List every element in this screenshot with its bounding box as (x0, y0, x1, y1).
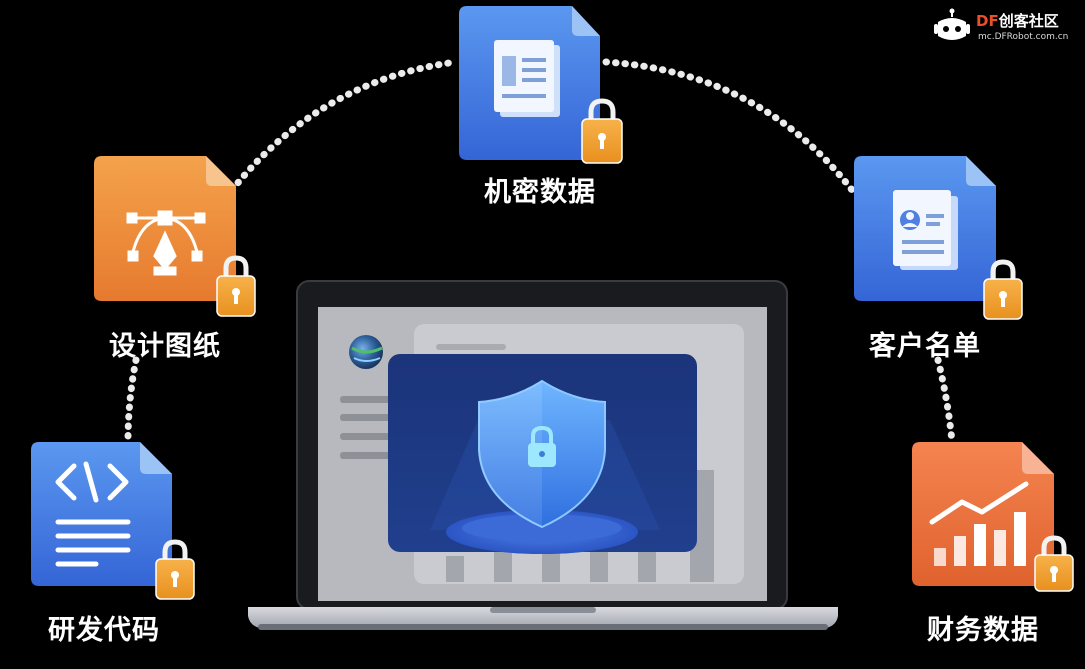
lock-icon (216, 255, 256, 317)
label-confidential-data: 机密数据 (484, 177, 596, 208)
globe-icon (349, 335, 383, 369)
brand-name-prefix: DF (976, 12, 999, 30)
lock-icon (983, 259, 1023, 320)
document-source-code (31, 442, 195, 600)
brand-name: DF创客社区 (976, 10, 1059, 31)
document-icon (494, 40, 560, 117)
brand-name-suffix: 创客社区 (998, 12, 1059, 30)
connector-lines (124, 58, 956, 446)
connector-arc-left (228, 58, 460, 194)
connector-right-vertical (934, 356, 956, 446)
label-design-drawings: 设计图纸 (109, 331, 221, 362)
lock-icon (1034, 535, 1074, 592)
laptop (248, 280, 838, 630)
brand-url: mc.DFRobot.com.cn (978, 32, 1069, 42)
bar-chart-icon (929, 481, 1029, 566)
code-icon (55, 461, 131, 567)
screen-menu-lines (340, 396, 390, 459)
label-financial-data: 财务数据 (927, 615, 1039, 646)
connector-left-vertical (124, 356, 140, 446)
laptop-base (248, 607, 838, 629)
brand-watermark: DF创客社区 mc.DFRobot.com.cn (932, 8, 1077, 48)
document-customer-list (854, 156, 1023, 320)
document-design-drawings (94, 156, 256, 317)
robot-logo-icon (934, 8, 970, 40)
lock-icon (581, 98, 623, 164)
connector-arc-right (602, 58, 856, 194)
label-customer-list: 客户名单 (869, 331, 981, 362)
label-source-code: 研发代码 (48, 615, 160, 646)
pen-tool-icon (126, 210, 206, 276)
id-card-icon (893, 190, 958, 270)
shield-lock-icon (528, 425, 556, 467)
document-confidential-data (459, 6, 623, 164)
document-financial-data (912, 442, 1074, 592)
lock-icon (155, 539, 195, 600)
